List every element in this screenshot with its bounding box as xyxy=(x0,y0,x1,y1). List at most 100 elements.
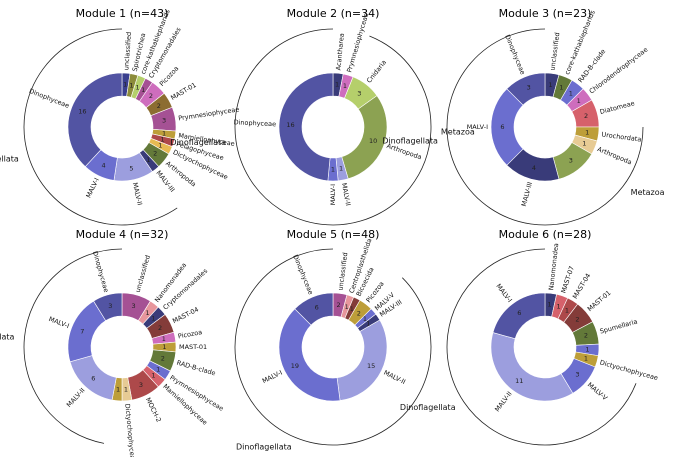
donut-slice xyxy=(278,72,334,182)
slice-label: Picozoa xyxy=(177,328,203,340)
slice-label: Urochordata xyxy=(601,130,642,143)
slice-value: 4 xyxy=(101,161,105,169)
slice-value: 7 xyxy=(80,328,84,336)
slice-value: 1 xyxy=(548,81,552,89)
donut-slice xyxy=(490,332,574,402)
slice-label: Dinophyceae xyxy=(233,118,276,128)
slice-value: 1 xyxy=(339,165,343,173)
slice-value: 1 xyxy=(584,354,588,362)
slice-value: 2 xyxy=(153,149,157,157)
slice-value: 1 xyxy=(161,136,165,144)
slice-label: Prymnesiophyceae xyxy=(178,105,240,122)
slice-value: 19 xyxy=(291,362,299,370)
slice-label: Dinophyceae xyxy=(503,33,527,75)
slice-label: Prymnesiophyceae xyxy=(345,12,370,73)
slice-label: MALV-I xyxy=(467,123,488,131)
slice-value: 1 xyxy=(363,315,367,323)
slice-value: 2 xyxy=(584,332,588,340)
slice-value: 2 xyxy=(336,301,340,309)
slice-value: 15 xyxy=(367,362,375,370)
slice-value: 10 xyxy=(369,137,377,145)
group-arc xyxy=(446,248,637,446)
group-label: Metazoa xyxy=(441,128,475,137)
slice-value: 6 xyxy=(315,304,319,312)
slice-value: 6 xyxy=(517,309,521,317)
slice-value: 1 xyxy=(135,83,139,91)
slice-value: 1 xyxy=(585,129,589,137)
slice-label: Dictyochophyceae xyxy=(599,358,659,382)
chart-title: Module 3 (n=23) xyxy=(499,7,592,20)
slice-value: 1 xyxy=(162,129,166,137)
slice-value: 3 xyxy=(357,90,361,98)
slice-label: unclassified xyxy=(122,32,133,71)
slice-value: 1 xyxy=(557,303,561,311)
group-arc xyxy=(23,248,123,444)
donut-slice xyxy=(93,292,123,322)
slice-label: Nanomonadea xyxy=(547,243,560,291)
slice-label: MAST-01 xyxy=(179,343,207,351)
slice-value: 2 xyxy=(158,324,162,332)
slice-label: MALV-II xyxy=(493,390,513,413)
slice-value: 1 xyxy=(331,166,335,174)
slice-value: 1 xyxy=(151,372,155,380)
slice-label: Spumellaria xyxy=(599,318,639,336)
slice-label: MAST-07 xyxy=(559,265,576,294)
group-label: Dinoflagellata xyxy=(236,442,292,451)
slice-label: Arthropoda xyxy=(596,145,633,166)
slice-label: MOCH-2 xyxy=(144,396,163,423)
group-arc xyxy=(446,28,571,226)
slice-value: 1 xyxy=(345,303,349,311)
slice-value: 1 xyxy=(156,365,160,373)
slice-label: MALV-V xyxy=(586,381,609,403)
slice-value: 2 xyxy=(575,315,579,323)
slice-value: 1 xyxy=(124,385,128,393)
slice-value: 4 xyxy=(532,164,536,172)
slice-label: Dinophyceae xyxy=(91,250,110,293)
slice-value: 3 xyxy=(527,84,531,92)
slice-label: Acanthareа xyxy=(334,33,345,71)
donut-slice xyxy=(506,72,546,106)
donut-slice xyxy=(278,308,341,402)
slice-value: 2 xyxy=(357,309,361,317)
slice-value: 3 xyxy=(132,302,136,310)
slice-label: RAD-B-clade xyxy=(176,359,217,378)
slice-value: 2 xyxy=(157,102,161,110)
slice-value: 3 xyxy=(575,371,579,379)
group-arc xyxy=(570,126,644,223)
slice-label: Diatomeae xyxy=(599,99,635,116)
group-label: Dinoflagellata xyxy=(0,333,15,342)
slice-value: 16 xyxy=(78,107,86,115)
slice-value: 1 xyxy=(335,81,339,89)
slice-value: 6 xyxy=(91,374,95,382)
donut-slice xyxy=(492,292,546,340)
slice-value: 3 xyxy=(139,381,143,389)
group-label: Dinoflagellata xyxy=(0,154,19,163)
slice-label: Dictyochophyceae xyxy=(123,403,137,457)
slice-label: MALV-I xyxy=(329,184,337,205)
slice-value: 1 xyxy=(162,343,166,351)
slice-label: MALV-I xyxy=(84,177,100,200)
donut-slice xyxy=(336,319,388,401)
slice-value: 1 xyxy=(146,156,150,164)
slice-value: 1 xyxy=(559,84,563,92)
group-arc xyxy=(234,248,432,446)
group-arc xyxy=(234,28,361,226)
slice-value: 2 xyxy=(161,355,165,363)
group-arc xyxy=(360,35,432,222)
slice-value: 1 xyxy=(548,301,552,309)
slice-value: 2 xyxy=(149,92,153,100)
slice-label: MALV-II xyxy=(131,182,144,206)
slice-label: unclassified xyxy=(336,252,349,291)
slice-value: 1 xyxy=(146,309,150,317)
slice-value: 1 xyxy=(582,139,586,147)
slice-label: MALV-I xyxy=(261,369,284,386)
chart-title: Module 5 (n=48) xyxy=(287,228,380,241)
slice-value: 1 xyxy=(366,319,370,327)
slice-value: 1 xyxy=(565,307,569,315)
slice-value: 1 xyxy=(116,385,120,393)
slice-label: MALV-I xyxy=(494,282,513,304)
slice-label: Picozoa xyxy=(158,65,181,88)
